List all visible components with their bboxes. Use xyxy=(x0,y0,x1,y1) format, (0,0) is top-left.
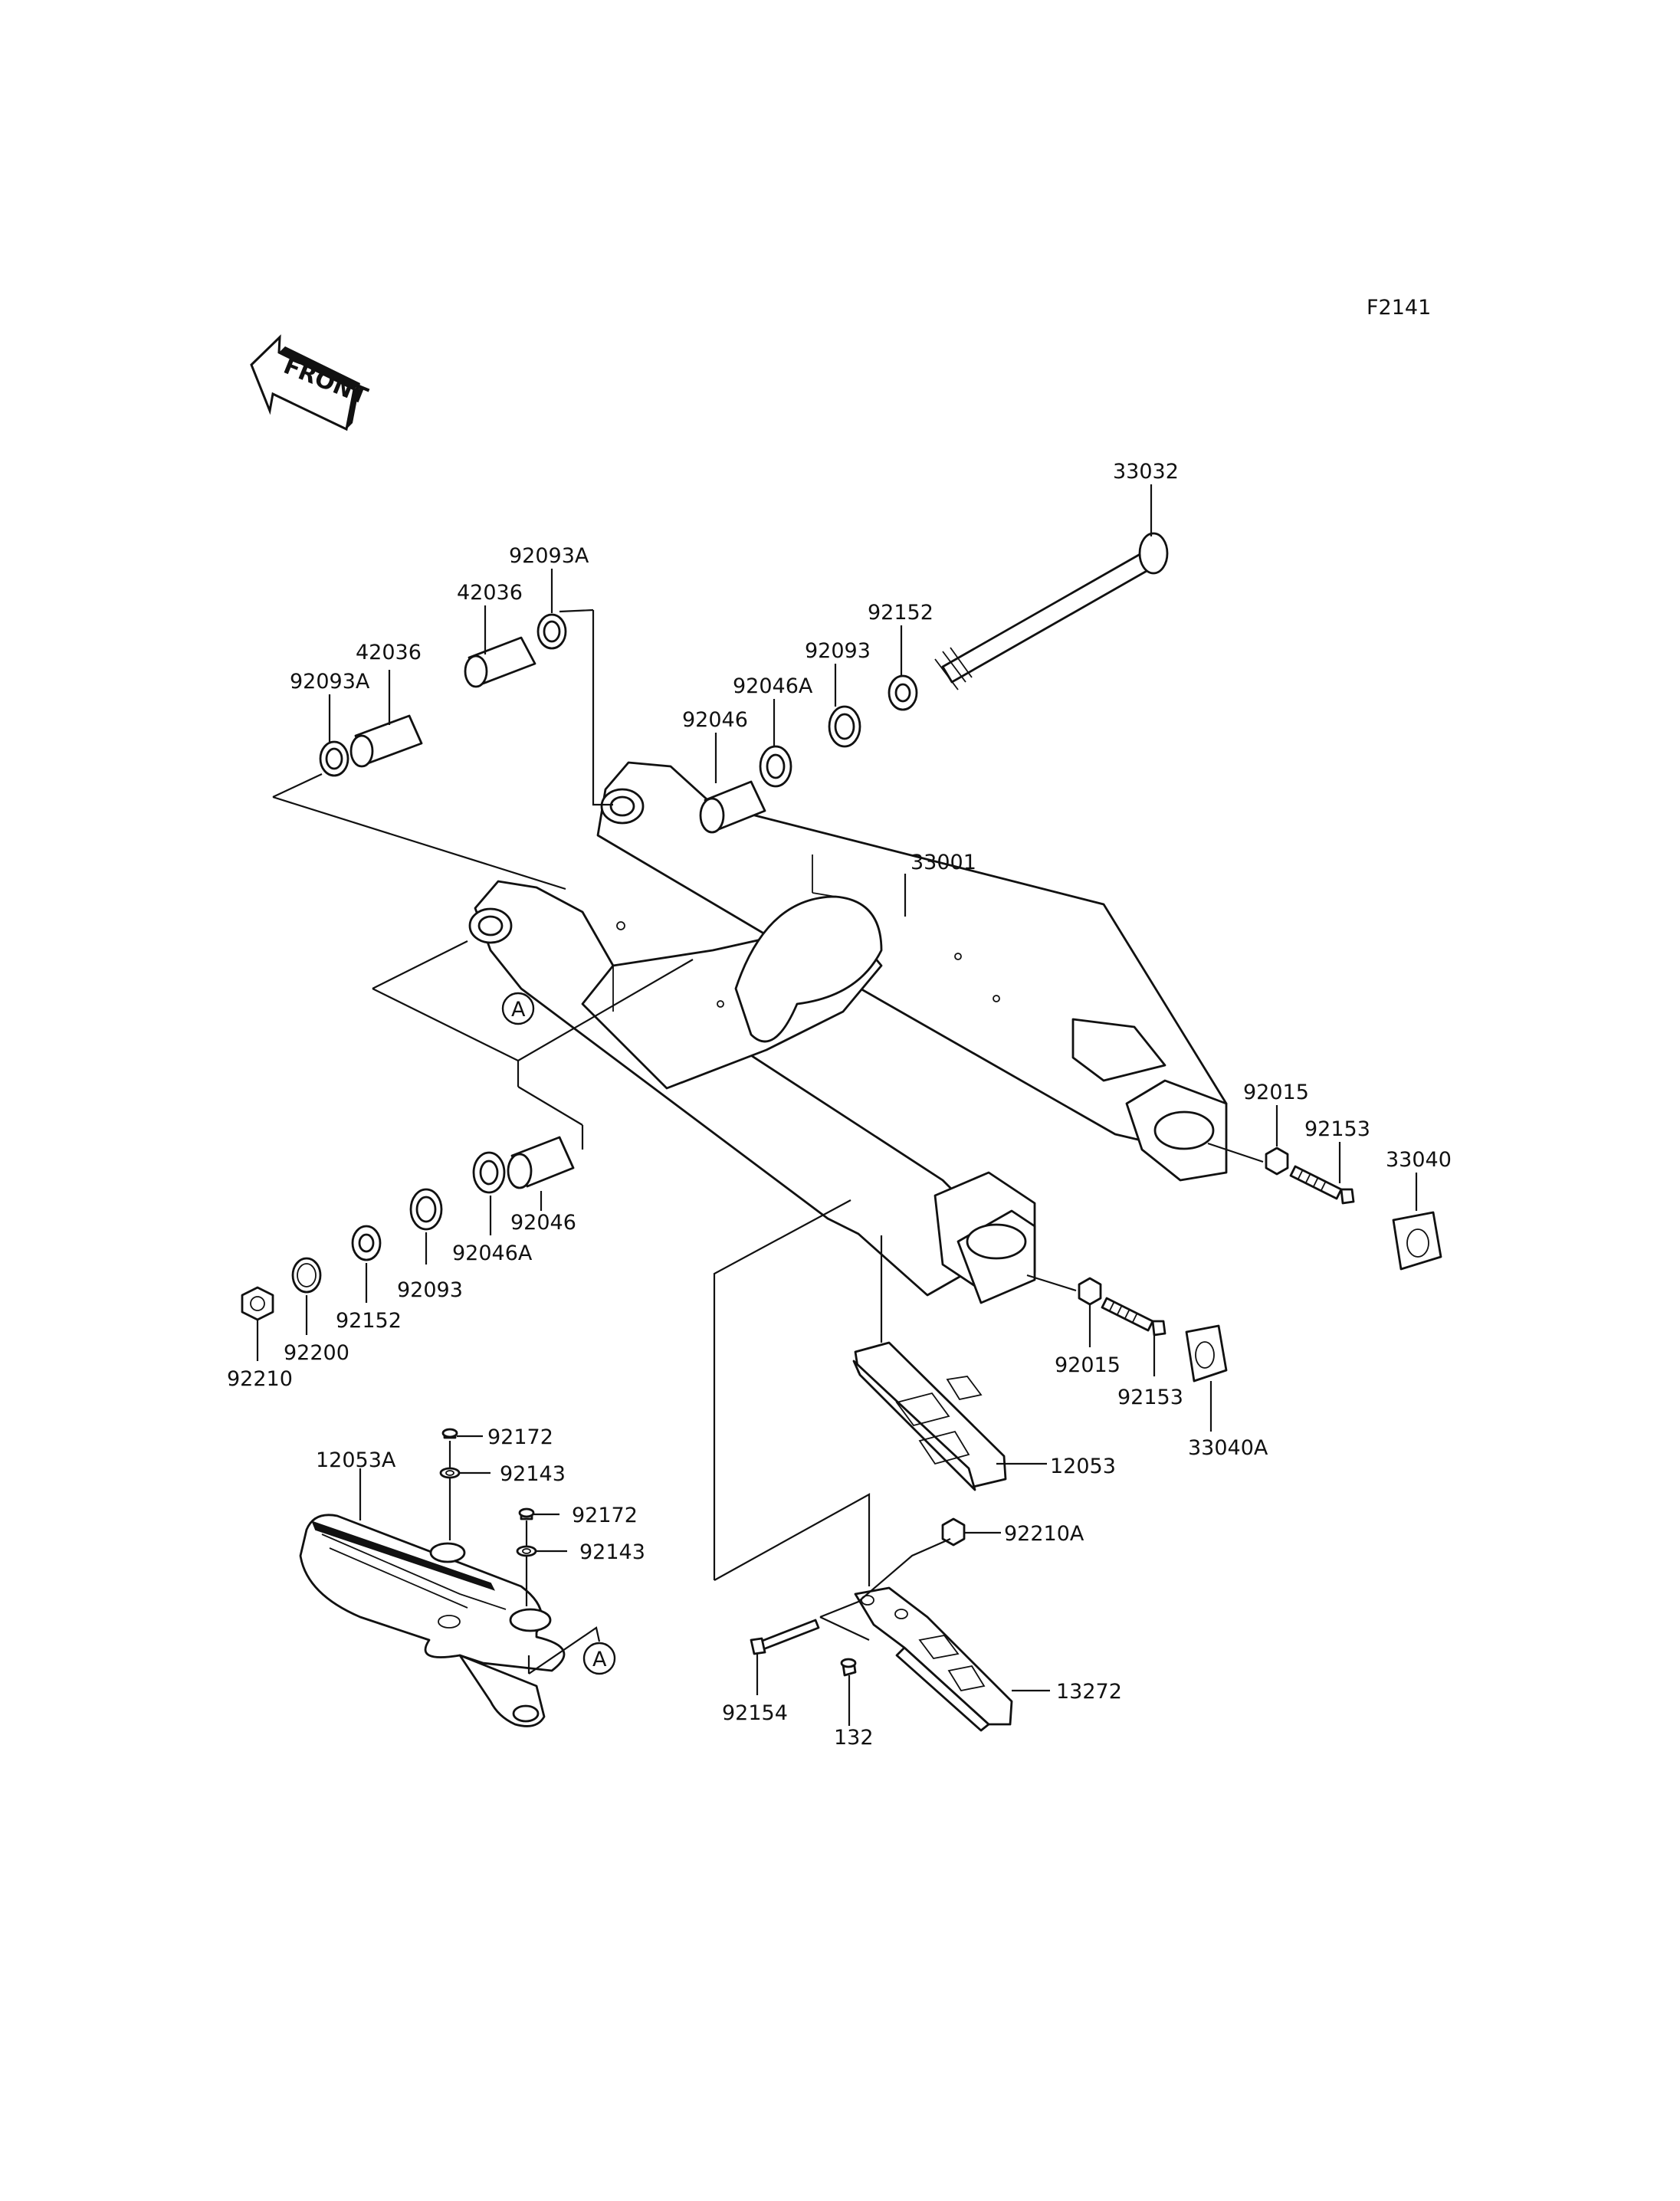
label-33032: 33032 xyxy=(1113,460,1179,484)
label-132: 132 xyxy=(834,1726,874,1750)
label-92143-b: 92143 xyxy=(579,1540,645,1564)
label-12053: 12053 xyxy=(1050,1455,1116,1478)
callout-marker-a-bottom: A xyxy=(582,1642,616,1675)
reference-lines xyxy=(272,608,1264,1675)
label-92046-bottom: 92046 xyxy=(510,1211,576,1235)
label-33040A: 33040A xyxy=(1188,1436,1268,1460)
label-42036-top: 42036 xyxy=(457,581,523,605)
part-labels: 33032 92093A 42036 42036 92093A 92152 92… xyxy=(227,460,1452,1750)
label-92152-bottom: 92152 xyxy=(336,1309,402,1333)
label-92015-bottom: 92015 xyxy=(1055,1353,1121,1377)
label-92093-bottom: 92093 xyxy=(397,1278,463,1302)
label-92046A-top: 92046A xyxy=(733,674,813,698)
label-92210A: 92210A xyxy=(1004,1522,1084,1546)
label-92143-a: 92143 xyxy=(500,1462,566,1486)
label-92153-right: 92153 xyxy=(1304,1117,1370,1141)
chain-slider-12053A xyxy=(299,1428,566,1727)
pivot-parts-upper xyxy=(319,613,918,834)
label-92210: 92210 xyxy=(227,1367,293,1391)
svg-text:A: A xyxy=(592,1648,607,1671)
label-92015-right: 92015 xyxy=(1243,1081,1309,1104)
label-13272: 13272 xyxy=(1056,1680,1122,1704)
label-92153-bottom: 92153 xyxy=(1117,1386,1183,1409)
diagram-code: F2141 xyxy=(1367,296,1431,320)
callout-marker-a-top: A xyxy=(501,992,535,1025)
label-92093-top: 92093 xyxy=(805,639,871,663)
leader-lines xyxy=(256,484,1418,1726)
svg-text:A: A xyxy=(511,998,526,1022)
label-92154: 92154 xyxy=(722,1701,788,1725)
label-92200: 92200 xyxy=(284,1341,349,1365)
swingarm-33001 xyxy=(468,761,1228,1304)
label-12053A: 12053A xyxy=(316,1448,396,1472)
label-92172-b: 92172 xyxy=(572,1504,638,1527)
label-92046A-bottom: 92046A xyxy=(452,1242,533,1265)
label-92093A-left: 92093A xyxy=(290,670,370,694)
label-92093A-top: 92093A xyxy=(509,544,589,568)
label-92046-top: 92046 xyxy=(682,708,748,732)
label-42036-left: 42036 xyxy=(356,641,422,664)
chain-guide-12053 xyxy=(852,1341,1007,1491)
front-arrow-icon: FRONT xyxy=(250,334,372,431)
label-92152-top: 92152 xyxy=(868,601,934,625)
chain-adjusters xyxy=(1078,1146,1442,1383)
label-92172-a: 92172 xyxy=(487,1425,553,1449)
label-33001: 33001 xyxy=(911,851,976,874)
label-33040: 33040 xyxy=(1386,1148,1452,1172)
pivot-parts-lower xyxy=(241,1136,575,1321)
chain-guide-13272 xyxy=(750,1517,1013,1732)
axle-33032 xyxy=(934,532,1169,690)
